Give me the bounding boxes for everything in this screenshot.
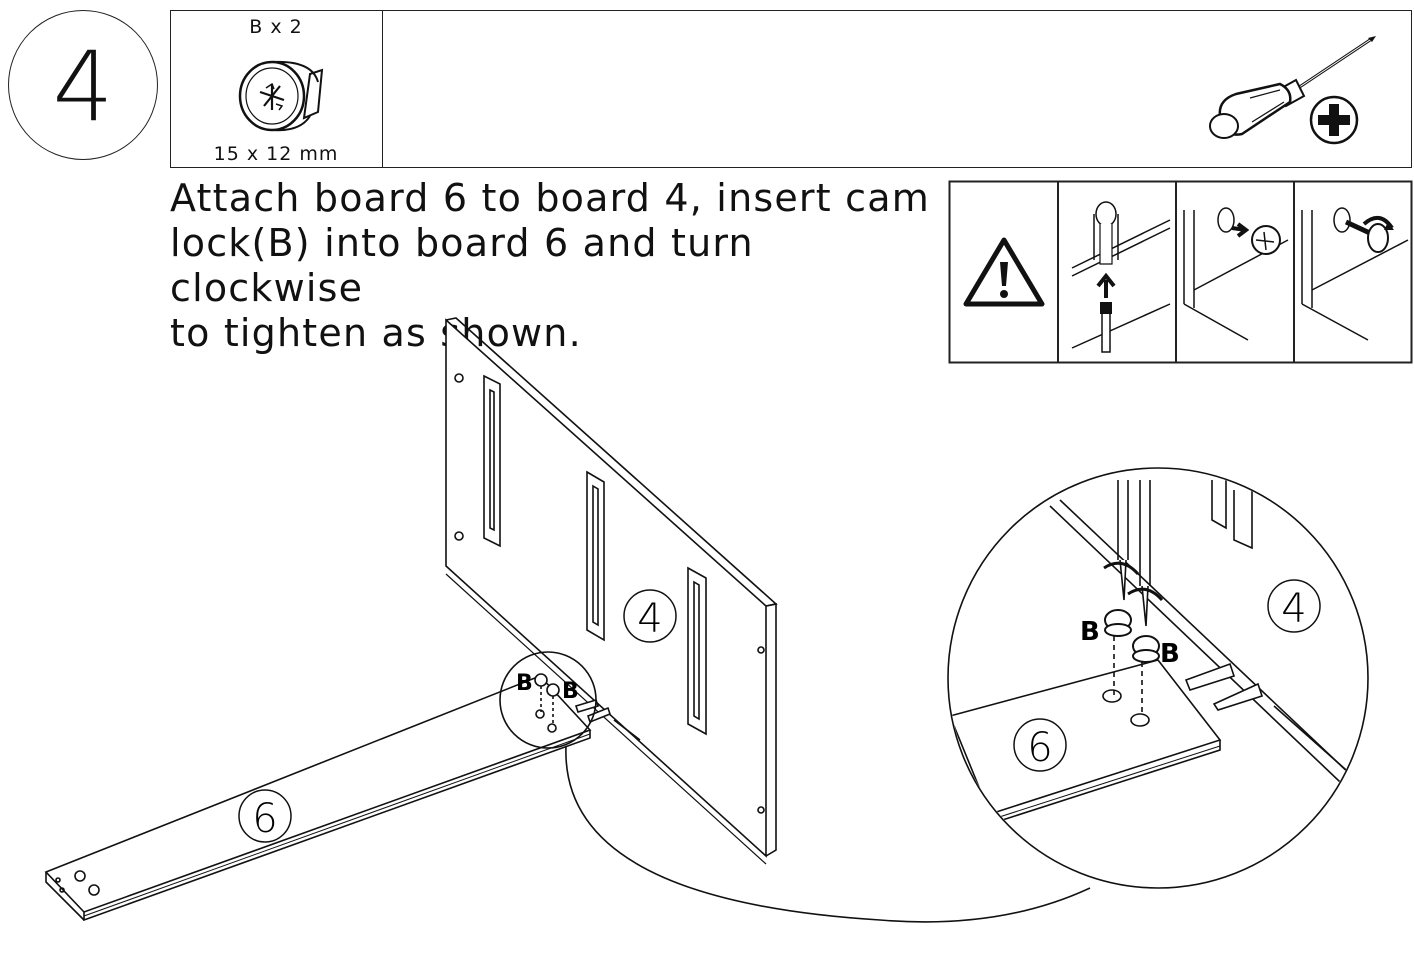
svg-text:6: 6 [1027, 725, 1052, 771]
board-4-zoom-label: 4 [1267, 579, 1321, 633]
instruction-line-2: lock(B) into board 6 and turn clockwise [170, 221, 754, 310]
part-size: 15 x 12 mm [213, 143, 339, 165]
phillips-screwdriver-icon [1209, 36, 1376, 139]
cam-bolt-insert-icon [1071, 201, 1171, 353]
joint-hardware [534, 673, 641, 741]
cam-b-zoom-label-left: B [1080, 617, 1100, 647]
zoom-detail [947, 467, 1369, 889]
parts-tools-box [170, 10, 1412, 168]
step-number: 4 [52, 31, 114, 143]
instruction-text: Attach board 6 to board 4, insert cam lo… [170, 176, 930, 356]
warning-icon [963, 237, 1045, 307]
board-4-label: 4 [623, 589, 677, 643]
svg-text:6: 6 [252, 796, 277, 842]
board-6-label: 6 [238, 789, 292, 843]
zoom-source-circle [499, 651, 597, 749]
part-quantity: B x 2 [249, 16, 303, 38]
svg-text:4: 4 [637, 596, 662, 642]
phillips-bit-icon [1309, 95, 1359, 145]
parts-divider [382, 10, 383, 168]
cam-b-label-left: B [516, 671, 533, 696]
instruction-line-3: to tighten as shown. [170, 311, 582, 355]
board-6 [44, 675, 592, 922]
svg-text:4: 4 [1281, 586, 1306, 632]
board-4 [445, 317, 778, 865]
board-6-zoom-label: 6 [1013, 718, 1067, 772]
warning-panel [948, 180, 1413, 364]
zoom-connector [565, 745, 1091, 923]
instruction-line-1: Attach board 6 to board 4, insert cam [170, 176, 930, 220]
cam-lock-turn-icon [1301, 207, 1409, 341]
step-circle [8, 10, 158, 160]
cam-lock-icon [238, 60, 324, 132]
cam-lock-insert-icon [1183, 207, 1289, 341]
cam-b-zoom-label-right: B [1160, 639, 1180, 669]
cam-b-label-right: B [562, 679, 579, 704]
